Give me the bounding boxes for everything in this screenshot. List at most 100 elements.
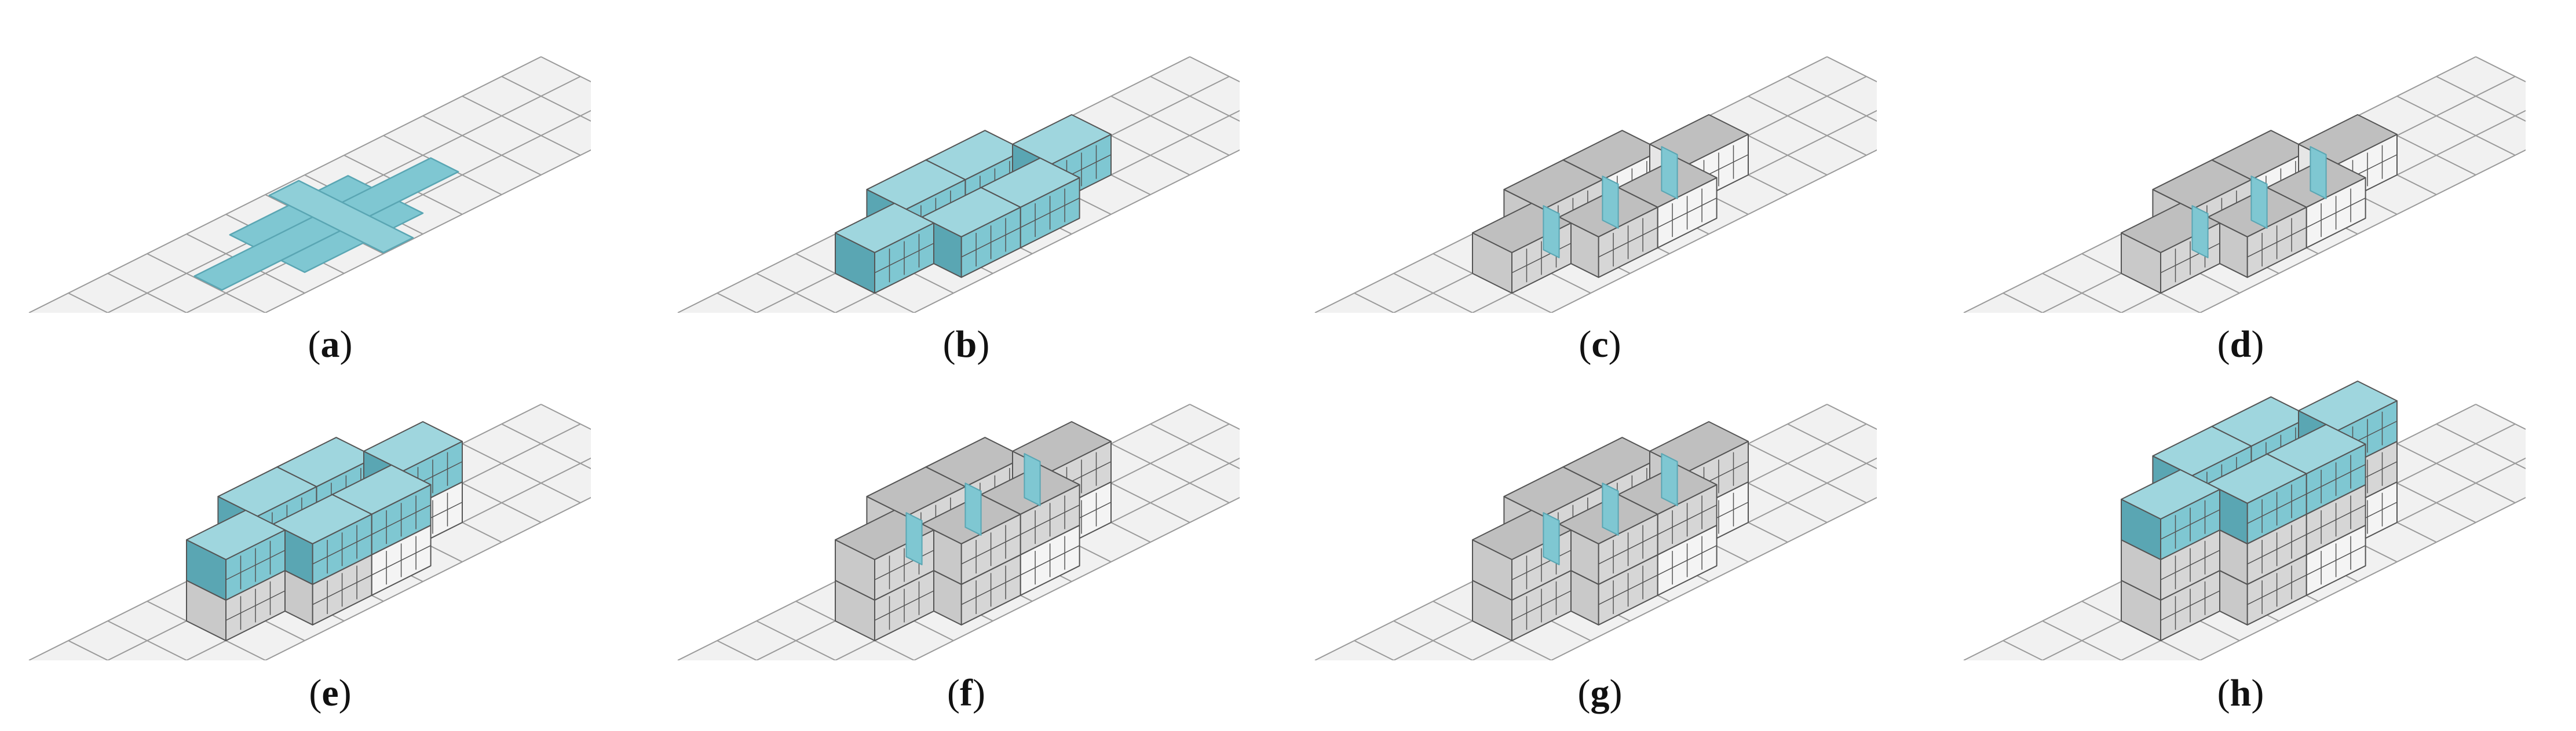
- grid-line: [501, 76, 591, 122]
- window-transom: [1598, 575, 1658, 605]
- grid-line: [2396, 443, 2516, 503]
- grid-line: [2042, 620, 2123, 660]
- window-transom: [2306, 464, 2366, 495]
- window-transom: [2160, 590, 2220, 621]
- window-transom: [1511, 550, 1572, 580]
- window-transom: [2306, 545, 2366, 576]
- axonometric-diagram: [1314, 404, 1877, 660]
- connector-panel: [1024, 453, 1041, 506]
- window-transom: [2306, 505, 2366, 535]
- grid-line: [2475, 56, 2526, 83]
- module-roof: [186, 510, 286, 560]
- grid-line: [147, 253, 266, 313]
- caption-e: (e): [309, 672, 352, 714]
- module-box: [186, 510, 286, 601]
- window-transom: [225, 550, 286, 580]
- connector-panel: [1661, 146, 1678, 199]
- blue-connectors: [1543, 453, 1678, 565]
- caption-a: (a): [308, 323, 353, 366]
- window-transom: [961, 227, 1021, 258]
- connector-panel: [1602, 176, 1619, 229]
- module-roof: [1012, 114, 1112, 165]
- window-transom: [2160, 243, 2220, 273]
- module-roof: [2207, 453, 2307, 504]
- grid-line: [2003, 640, 2044, 660]
- module-roof: [272, 494, 372, 544]
- window-transom: [312, 534, 372, 565]
- connector-panel: [964, 483, 982, 536]
- panel-h: [1946, 371, 2526, 660]
- module-box: [835, 203, 934, 294]
- window-transom: [1020, 198, 1080, 228]
- window-transom: [2306, 198, 2366, 228]
- connector-panel: [2250, 176, 2268, 229]
- axonometric-diagram: [1314, 56, 1877, 313]
- grid-line: [1787, 76, 1877, 122]
- grid-line: [756, 620, 837, 660]
- window-transom: [2160, 550, 2220, 580]
- grid-line: [422, 115, 542, 176]
- window-transom: [1020, 505, 1080, 535]
- window-transom: [2247, 494, 2307, 524]
- footprint-arm: [268, 180, 414, 254]
- panel-c: [1298, 23, 1877, 313]
- grid-line: [1393, 273, 1474, 313]
- footprint-plan: [193, 157, 459, 291]
- connector-panel: [2191, 205, 2209, 258]
- grid-line: [912, 496, 1240, 660]
- caption-g: (g): [1577, 672, 1623, 714]
- grid-line: [1748, 96, 1867, 156]
- axonometric-diagram: [1963, 381, 2526, 660]
- panel-f: [660, 371, 1240, 660]
- window-transom: [1657, 545, 1717, 576]
- panel-d: [1946, 23, 2526, 313]
- module-roof: [2121, 469, 2220, 520]
- grid-line: [1550, 496, 1877, 660]
- grid-line: [264, 496, 591, 660]
- window-transom: [961, 575, 1021, 605]
- module-box: [2121, 469, 2220, 560]
- grid-line: [2198, 496, 2526, 660]
- window-transom: [874, 550, 934, 580]
- window-transom: [1657, 198, 1717, 228]
- connector-panel: [1602, 483, 1619, 536]
- axonometric-diagram: [677, 404, 1240, 660]
- window-transom: [371, 545, 431, 576]
- window-transom: [961, 534, 1021, 565]
- window-transom: [2247, 227, 2307, 258]
- connector-panel: [905, 512, 923, 565]
- grid-line: [1150, 423, 1240, 470]
- caption-h: (h): [2217, 672, 2264, 714]
- module-roof: [2152, 426, 2252, 477]
- window-transom: [1657, 505, 1717, 535]
- grid-line: [2475, 404, 2526, 430]
- module-roof: [921, 187, 1021, 237]
- window-transom: [2247, 575, 2307, 605]
- blue-connectors: [2191, 146, 2327, 258]
- panel-a: [12, 23, 591, 313]
- grid-line: [912, 149, 1240, 313]
- grid-line: [1826, 404, 1877, 430]
- grid-line: [462, 96, 581, 156]
- window-transom: [312, 575, 372, 605]
- axonometric-diagram: [28, 56, 591, 313]
- ground-grid: [28, 56, 591, 313]
- caption-f: (f): [947, 672, 985, 714]
- grid-line: [717, 640, 758, 660]
- grid-line: [756, 273, 837, 313]
- grid-line: [1189, 404, 1240, 430]
- grid-line: [1354, 640, 1395, 660]
- grid-line: [2396, 96, 2516, 156]
- grid-line: [68, 293, 109, 313]
- grid-line: [1550, 149, 1877, 313]
- grid-line: [1826, 56, 1877, 83]
- caption-d: (d): [2217, 323, 2264, 366]
- grid-line: [1748, 443, 1867, 503]
- window-transom: [874, 590, 934, 621]
- axonometric-diagram: [28, 404, 591, 660]
- grid-line: [501, 423, 591, 470]
- module-roof: [2298, 381, 2398, 431]
- grid-line: [1110, 443, 1230, 503]
- caption-c: (c): [1579, 323, 1621, 366]
- window-transom: [1020, 545, 1080, 576]
